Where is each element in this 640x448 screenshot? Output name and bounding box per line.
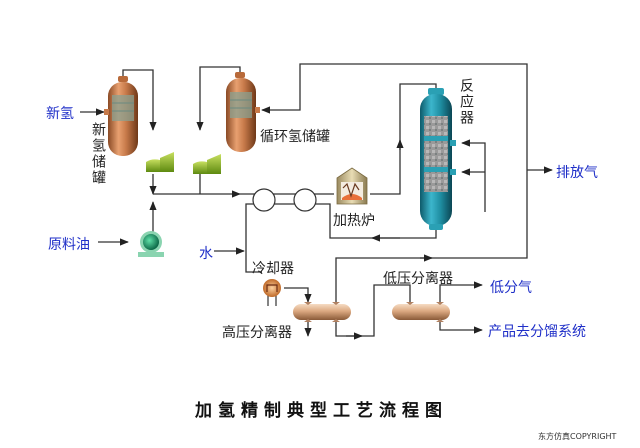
stream-label-vent-gas: 排放气: [556, 165, 598, 181]
pipelines: [80, 63, 553, 340]
label-fresh-hydrogen-tank: 新氢储罐: [90, 122, 106, 186]
pipe-reactor-bottom-return: [245, 203, 437, 273]
compressor-1[interactable]: [146, 152, 174, 172]
recycle-hydrogen-tank[interactable]: [226, 72, 260, 152]
label-low-pressure-separator: 低压分离器: [383, 271, 453, 287]
pipe-furnace-to-reactor: [370, 83, 437, 195]
copyright-notice: 东方仿真COPYRIGHT: [538, 432, 617, 441]
reactor-vessel[interactable]: [420, 88, 456, 230]
fresh-hydrogen-tank[interactable]: [104, 76, 138, 156]
pipe-cooler-to-hpsep: [284, 287, 312, 303]
pipe-fresh-tank-to-compressor: [122, 69, 157, 131]
stream-label-low-gas: 低分气: [490, 280, 532, 296]
feed-pump[interactable]: [138, 231, 164, 257]
pipe-recycle-tank-to-compressor: [196, 66, 241, 131]
stream-label-product: 产品去分馏系统: [488, 324, 586, 340]
label-high-pressure-separator: 高压分离器: [222, 325, 292, 341]
stream-label-water: 水: [199, 246, 213, 262]
pipe-hpsep-to-lpsep: [335, 284, 411, 337]
heating-furnace[interactable]: [336, 167, 368, 205]
high-pressure-separator[interactable]: [293, 302, 351, 322]
cooler[interactable]: [263, 279, 281, 306]
label-reactor: 反应器: [458, 78, 474, 126]
label-cooler: 冷却器: [252, 261, 294, 277]
pipe-product: [439, 322, 483, 334]
heat-exchanger-1[interactable]: [252, 188, 276, 212]
stream-label-fresh-hydrogen: 新氢: [46, 106, 74, 122]
pipe-low-gas: [439, 281, 483, 302]
heat-exchanger-2[interactable]: [293, 188, 317, 212]
pipe-quench: [461, 139, 486, 212]
label-recycle-hydrogen-tank: 循环氢储罐: [260, 129, 330, 145]
stream-label-feed-oil: 原料油: [48, 237, 90, 253]
low-pressure-separator[interactable]: [392, 302, 450, 322]
compressor-2[interactable]: [193, 154, 221, 174]
diagram-title: 加氢精制典型工艺流程图: [195, 401, 448, 421]
pipe-recycle-gas-loop: [261, 63, 528, 302]
heat-exchangers: [252, 188, 317, 212]
label-heating-furnace: 加热炉: [333, 213, 375, 229]
